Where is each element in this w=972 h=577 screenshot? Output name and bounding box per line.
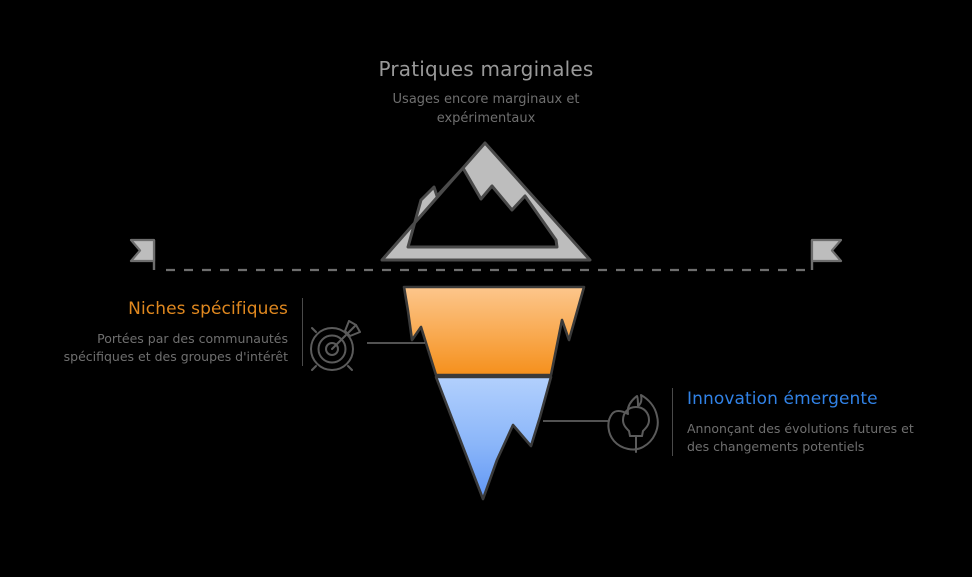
tier-innovation-subtitle: Annonçant des évolutions futures et des … — [687, 421, 914, 454]
flame-bulb-icon[interactable] — [607, 394, 659, 453]
flag-left-icon — [129, 238, 156, 270]
tier-niches-title: Niches spécifiques — [128, 299, 288, 319]
tier-innovation-title: Innovation émergente — [687, 389, 878, 409]
flag-right-icon — [810, 238, 843, 270]
waterline-group — [129, 238, 843, 272]
tier-surface-text-block: Pratiques marginales Usages encore margi… — [306, 56, 666, 128]
iceberg-blue-segment — [434, 375, 553, 501]
mountain-peak-icon — [380, 141, 592, 262]
tier-surface-title: Pratiques marginales — [378, 57, 594, 81]
tier-niches-subtitle: Portées par des communautés spécifiques … — [63, 331, 288, 364]
tier-niches-text-block: Niches spécifiques Portées par des commu… — [36, 298, 303, 366]
target-arrow-icon[interactable] — [310, 320, 361, 371]
tier-innovation-text-block: Innovation émergente Annonçant des évolu… — [672, 388, 939, 456]
iceberg-orange-segment — [402, 285, 586, 377]
tier-surface-subtitle: Usages encore marginaux et expérimentaux — [392, 92, 580, 126]
